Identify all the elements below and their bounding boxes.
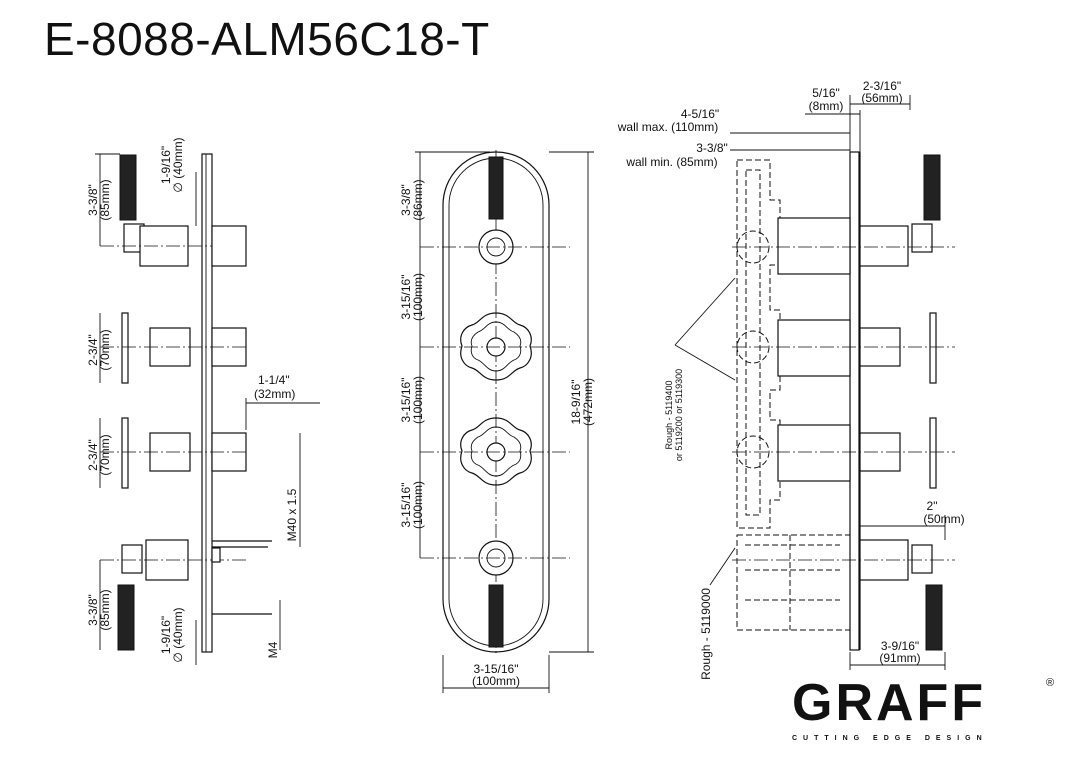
side-dim-mid2-in: 2-3/4" xyxy=(86,439,100,471)
rough-top-lever xyxy=(923,154,941,221)
rough-dim-wall-min-mm: wall min. (85mm) xyxy=(625,155,717,169)
front-cross-handle-1 xyxy=(460,312,532,381)
front-dim-top-mm: (86mm) xyxy=(411,179,425,220)
rough-dim-plate-mm: (8mm) xyxy=(809,99,844,113)
rough-dim-spout-in: 2" xyxy=(927,499,938,513)
rough-dim-proj-mm: (91mm) xyxy=(879,651,920,665)
front-dim-space3-mm: (100mm) xyxy=(411,481,425,529)
side-dim-depth-in: 1-1/4" xyxy=(258,373,290,387)
front-dim-top-in: 3-3/8" xyxy=(399,184,413,216)
rough-dim-wall-max-mm: wall max. (110mm) xyxy=(617,120,718,134)
side-dim-mid1-mm: (70mm) xyxy=(98,329,112,370)
brand-name: GRAFF xyxy=(792,674,986,732)
registered-mark: ® xyxy=(1046,677,1054,689)
side-dim-mid1-in: 2-3/4" xyxy=(86,334,100,366)
top-lever-handle xyxy=(119,154,137,221)
front-dim-width-in: 3-15/16" xyxy=(474,662,519,676)
front-dim-space2-mm: (100mm) xyxy=(411,376,425,424)
front-dim-height-mm: (472mm) xyxy=(581,378,595,426)
side-dim-dia-bottom-in: 1-9/16" xyxy=(159,616,173,654)
rough-bottom-lever xyxy=(925,584,943,651)
rough-dim-proj-in: 3-9/16" xyxy=(881,639,919,653)
bottom-lever-handle xyxy=(117,584,135,651)
front-top-lever xyxy=(488,156,504,220)
side-dim-dia-top-in: 1-9/16" xyxy=(159,146,173,184)
rough-dim-trim-mm: (56mm) xyxy=(861,91,902,105)
front-dim-space3-in: 3-15/16" xyxy=(399,483,413,528)
rough-dim-wall-min-in: 3-3/8" xyxy=(696,141,728,155)
graff-logo: GRAFF ® CUTTING EDGE DESIGN xyxy=(792,674,1054,742)
rough-label-alt: Rough - 5119400 xyxy=(664,381,674,450)
rough-label-alt-2: or 5119200 or 5119300 xyxy=(674,369,684,461)
front-cross-handle-2 xyxy=(460,417,532,486)
side-dim-bottom-mm: (85mm) xyxy=(98,589,112,630)
side-screw-spec: M4 xyxy=(266,641,280,658)
rough-dim-spout-mm: (50mm) xyxy=(923,512,964,526)
rough-dim-plate-in: 5/16" xyxy=(812,86,840,100)
side-dim-mid2-mm: (70mm) xyxy=(98,434,112,475)
brand-tagline: CUTTING EDGE DESIGN xyxy=(792,735,988,742)
rough-dim-wall-max-in: 4-5/16" xyxy=(681,107,719,121)
rough-trim-plate xyxy=(849,151,860,651)
side-dim-depth-mm: (32mm) xyxy=(254,387,295,401)
front-bottom-lever xyxy=(488,584,504,648)
side-dim-dia-bottom-mm: ∅ (40mm) xyxy=(171,607,185,662)
side-view: 3-3/8" (85mm) 1-9/16" ∅ (40mm) 2-3/4" (7… xyxy=(86,137,320,665)
model-number-title: E-8088-ALM56C18-T xyxy=(44,13,490,65)
front-dim-space1-mm: (100mm) xyxy=(411,273,425,321)
front-dim-height-in: 18-9/16" xyxy=(569,380,583,425)
side-dim-dia-top-mm: ∅ (40mm) xyxy=(171,137,185,192)
side-trim-plate xyxy=(201,153,213,653)
rough-label-main: Rough - 5119000 xyxy=(699,588,713,680)
front-view: 3-3/8" (86mm) 3-15/16" (100mm) 3-15/16" … xyxy=(399,150,595,693)
front-dim-space2-in: 3-15/16" xyxy=(399,378,413,423)
front-dim-width-mm: (100mm) xyxy=(472,674,520,688)
side-dim-top-mm: (85mm) xyxy=(98,179,112,220)
side-thread-spec: M40 x 1.5 xyxy=(285,488,299,541)
rough-dim-trim-in: 2-3/16" xyxy=(863,79,901,93)
side-dim-bottom-in: 3-3/8" xyxy=(86,594,100,626)
front-dim-space1-in: 3-15/16" xyxy=(399,275,413,320)
side-dim-top-in: 3-3/8" xyxy=(86,184,100,216)
rough-view: 5/16" (8mm) 2-3/16" (56mm) 4-5/16" wall … xyxy=(617,79,965,680)
